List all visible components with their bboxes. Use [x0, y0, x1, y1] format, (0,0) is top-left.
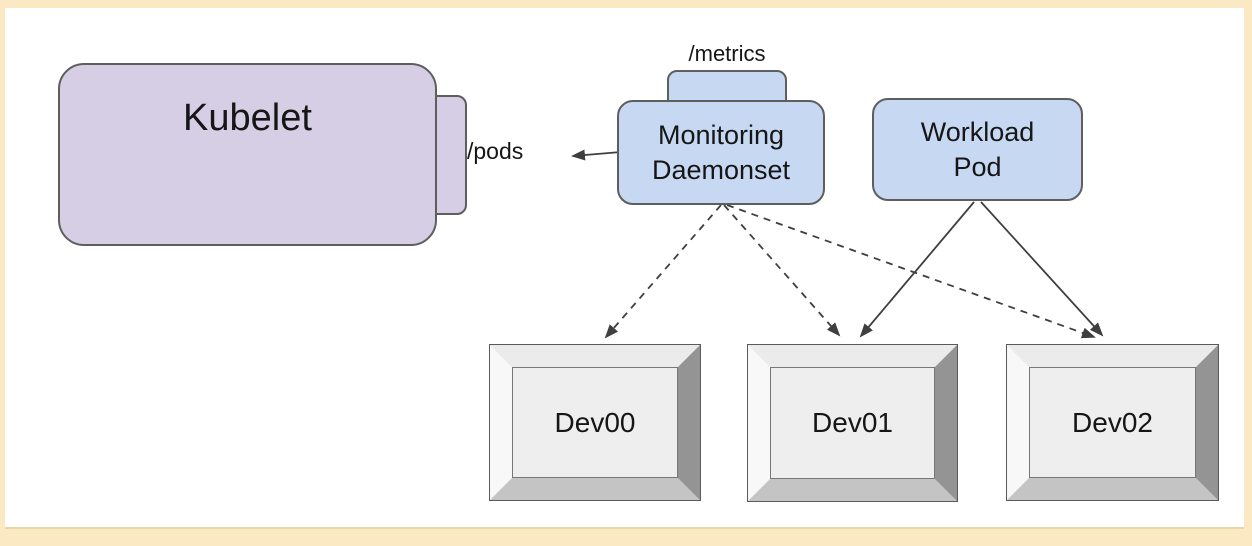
edge-monitoring-to-dev00	[604, 204, 722, 339]
kubelet-label: Kubelet	[183, 97, 312, 139]
device-face: Dev02	[1029, 367, 1196, 478]
edge-monitoring-to-dev02	[726, 204, 1096, 339]
diagram-canvas: Kubelet /pods /metrics Monitoring Daemon…	[5, 8, 1244, 529]
workload-pod-node: Workload Pod	[872, 98, 1083, 201]
pods-endpoint-label: /pods	[467, 138, 524, 164]
monitoring-daemonset-node: Monitoring Daemonset	[617, 100, 825, 205]
edge-workload-to-dev02	[980, 201, 1104, 337]
edge-monitoring-to-kubelet-pods	[571, 149, 622, 161]
device-label: Dev00	[554, 406, 636, 438]
device-node-dev02: Dev02	[1007, 345, 1218, 500]
kubelet-node: Kubelet	[58, 63, 437, 246]
metrics-endpoint-label: /metrics	[688, 41, 766, 66]
workload-pod-label: Workload Pod	[920, 116, 1035, 182]
device-face: Dev00	[512, 367, 678, 478]
device-label: Dev01	[812, 407, 893, 438]
device-node-dev00: Dev00	[490, 345, 700, 500]
device-label: Dev02	[1072, 406, 1153, 438]
device-face: Dev01	[770, 367, 935, 479]
edge-monitoring-to-dev01	[723, 204, 841, 337]
device-node-dev01: Dev01	[748, 345, 957, 501]
edge-workload-to-dev01	[859, 201, 975, 338]
monitoring-daemonset-label: Monitoring Daemonset	[651, 119, 791, 185]
edges-layer	[571, 149, 1104, 339]
